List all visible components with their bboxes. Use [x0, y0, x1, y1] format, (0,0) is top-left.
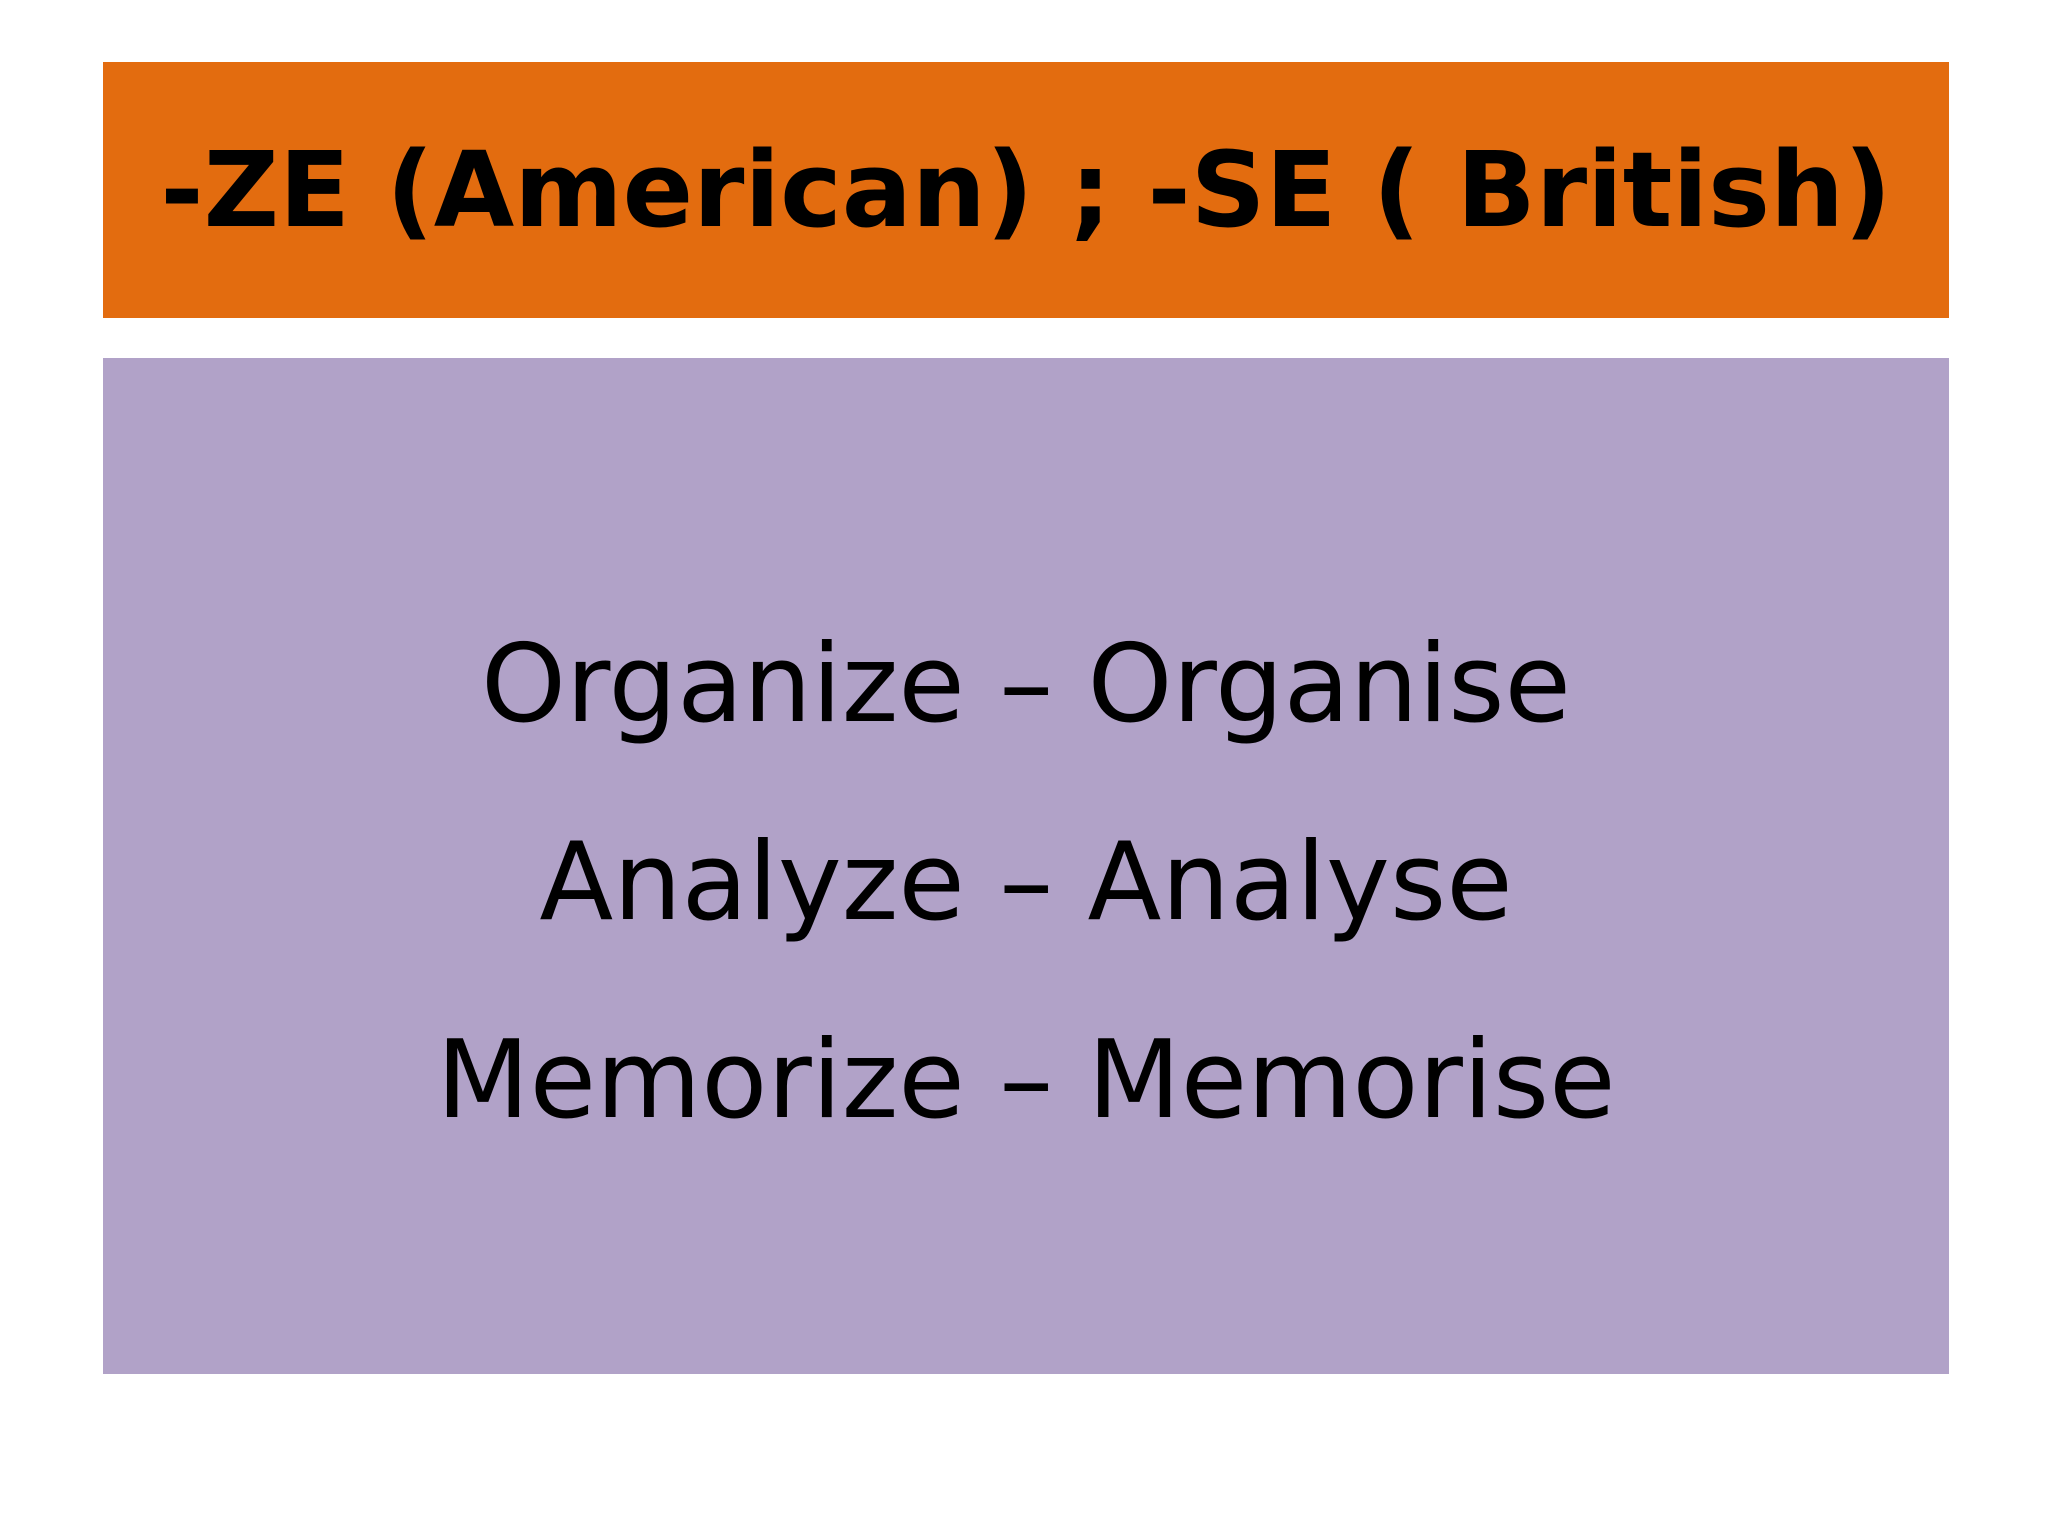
word-pair-analyze: Analyze – Analyse: [539, 820, 1513, 945]
word-pair-organize: Organize – Organise: [481, 622, 1571, 747]
title-bar: -ZE (American) ; -SE ( British): [103, 62, 1949, 318]
slide-title: -ZE (American) ; -SE ( British): [160, 129, 1892, 251]
content-box: Organize – Organise Analyze – Analyse Me…: [103, 358, 1949, 1374]
word-pair-memorize: Memorize – Memorise: [436, 1018, 1616, 1143]
